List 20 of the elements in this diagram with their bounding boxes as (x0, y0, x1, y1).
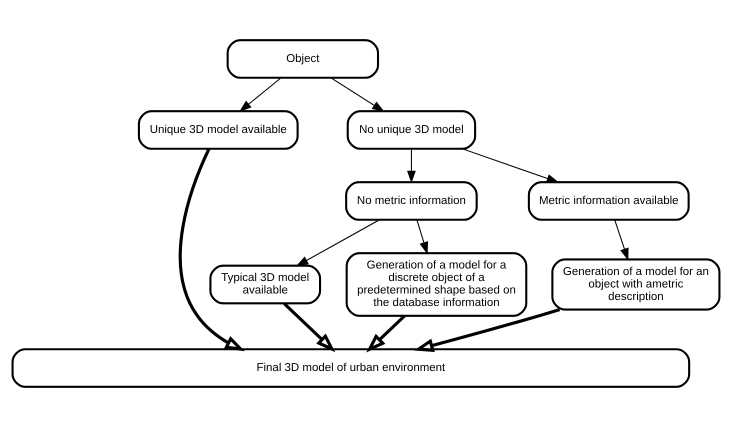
arrow (283, 302, 336, 352)
node-box: Object (226, 38, 380, 78)
arrow (330, 77, 385, 112)
node-box: No unique 3D model (346, 110, 476, 150)
node-box: Metric information available (528, 180, 690, 220)
node-box: Generation of a model for a discrete object of a predetermined shape based on the database information (346, 252, 528, 316)
arrow (462, 148, 560, 182)
node-box: Final 3D model of urban environment (12, 348, 690, 388)
node-box: Generation of a model for an object with ametric description (551, 258, 720, 310)
node-box: Unique 3D model available (138, 110, 299, 150)
arrow (614, 219, 629, 260)
arrow (366, 314, 406, 352)
node-box: Typical 3D model available (209, 264, 322, 304)
arrow (407, 148, 416, 183)
node-box: No metric information (345, 180, 478, 220)
arrow (239, 77, 281, 112)
arrow (414, 308, 560, 352)
arrow (416, 219, 428, 254)
arrow (178, 148, 245, 351)
arrow (296, 218, 380, 266)
